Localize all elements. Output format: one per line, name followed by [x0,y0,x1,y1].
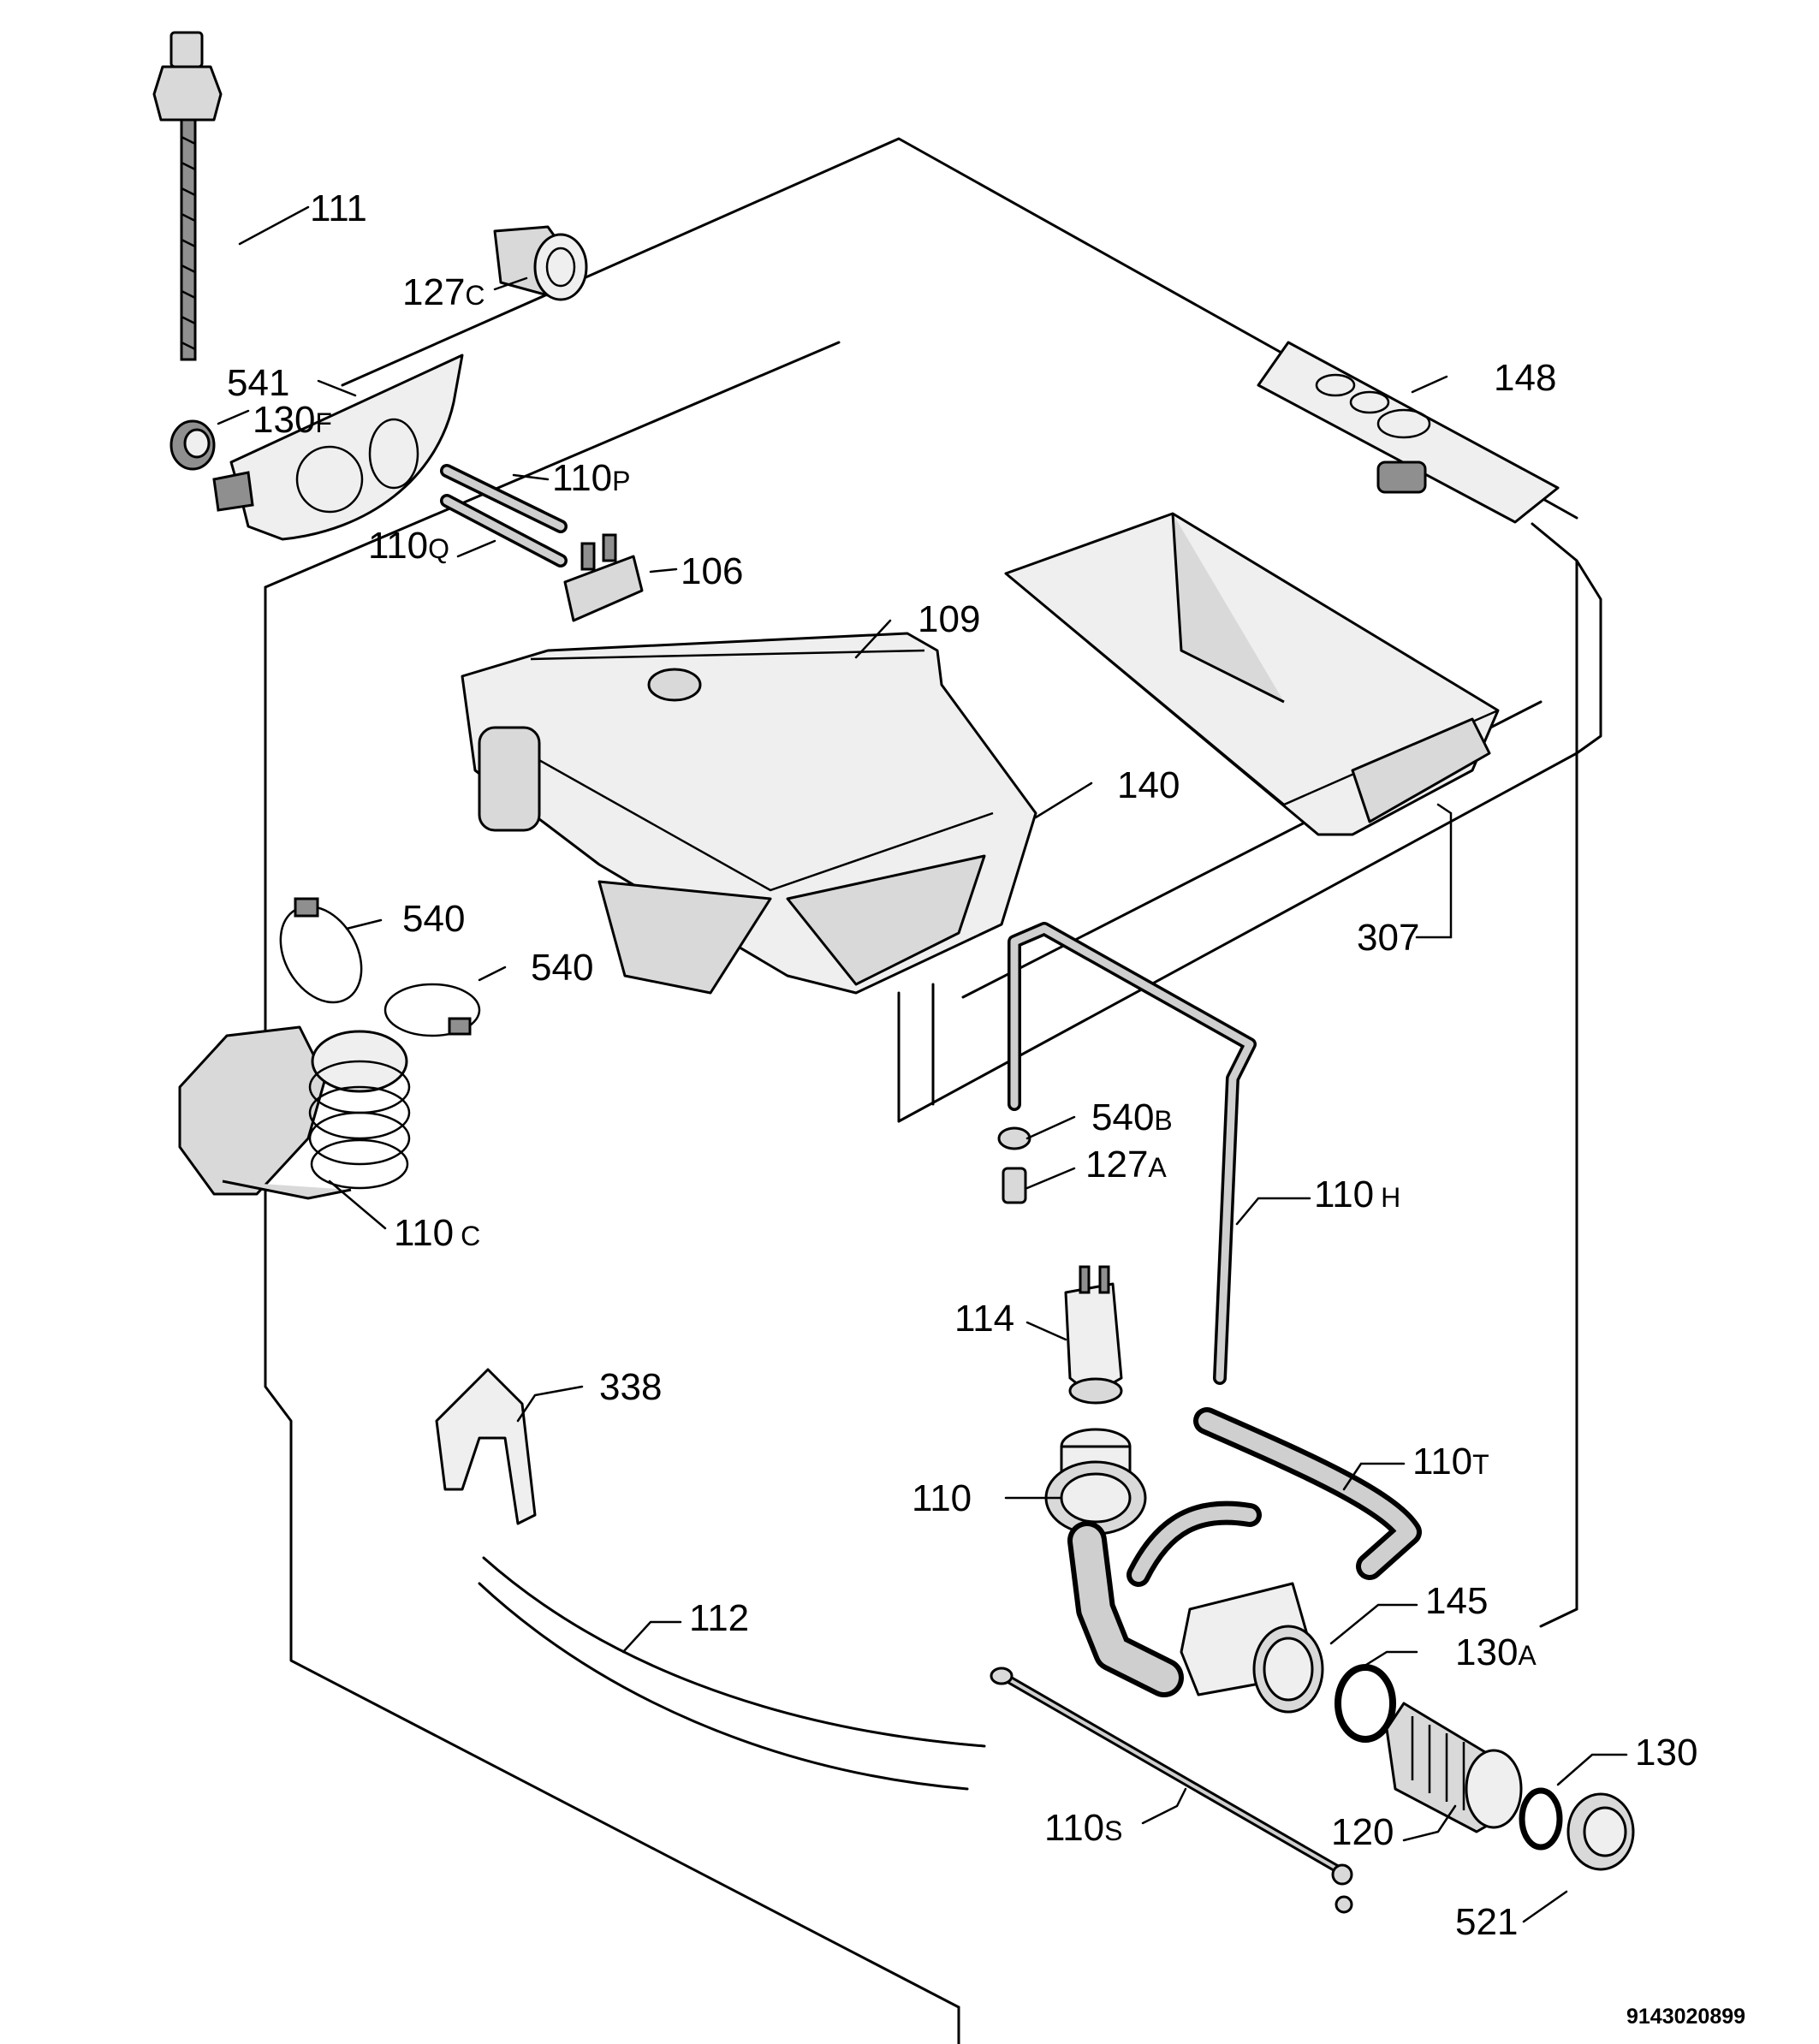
pressure-switch-114 [1064,1265,1123,1405]
pump-filter-120 [1385,1702,1523,1833]
label-110: 110 [912,1477,972,1519]
label-338: 338 [599,1366,662,1408]
dispenser-lid-148 [1257,341,1560,524]
label-110s: 110S [1044,1807,1123,1849]
label-109: 109 [918,598,980,640]
label-114: 114 [954,1298,1014,1340]
dispenser-housing-109 [461,632,1037,995]
connector-106 [563,533,644,622]
pump-housing-145 [1126,1500,1324,1714]
label-127c: 127C [402,271,485,313]
hose-clamps-540 [279,897,481,1037]
hoses-110p-110q [440,464,568,567]
label-145: 145 [1425,1580,1488,1622]
strip-112 [483,1557,985,1748]
filter-cap-521 [1566,1792,1635,1871]
label-148: 148 [1494,357,1556,399]
label-541: 541 [227,362,289,404]
label-112: 112 [689,1597,749,1639]
label-540b: 540B [1091,1096,1173,1138]
label-521: 521 [1455,1901,1518,1943]
cap-130f [169,419,216,471]
bellows-hose-110c [178,1025,411,1200]
label-110p: 110P [552,457,631,499]
drain-hose-110t [1193,1407,1422,1580]
hose-bracket-338 [435,1368,537,1525]
label-111: 111 [310,187,367,229]
label-540-b: 540 [531,947,593,989]
inlet-hose-111 [152,31,223,361]
nipple-127a [1002,1167,1027,1204]
sump-hose-110 [1044,1428,1184,1697]
label-120: 120 [1331,1811,1394,1853]
label-127a: 127A [1085,1144,1167,1185]
label-130: 130 [1635,1732,1697,1774]
label-130f: 130F [253,399,332,441]
part-labels: 111 127C 541 130F 110P 110Q 106 109 148 … [227,187,1697,1943]
valve-filter-127c [493,225,588,301]
label-540-a: 540 [402,898,465,940]
clamp-540b [997,1126,1031,1150]
seal-130 [1519,1787,1563,1851]
seal-130a [1335,1664,1396,1743]
label-140: 140 [1117,764,1180,806]
label-307: 307 [1357,917,1419,959]
detergent-drawer-307 [1004,512,1500,836]
vent-hose-110h [1008,922,1257,1385]
label-110q: 110Q [368,525,449,567]
dispenser-panel-541 [212,354,464,541]
label-110t: 110T [1412,1441,1489,1482]
drain-tube-110s [990,1667,1353,1914]
document-code: 9143020899 [1626,2005,1745,2029]
label-130a: 130A [1455,1631,1537,1673]
leader-lines [217,205,1628,1923]
label-106: 106 [681,550,743,592]
